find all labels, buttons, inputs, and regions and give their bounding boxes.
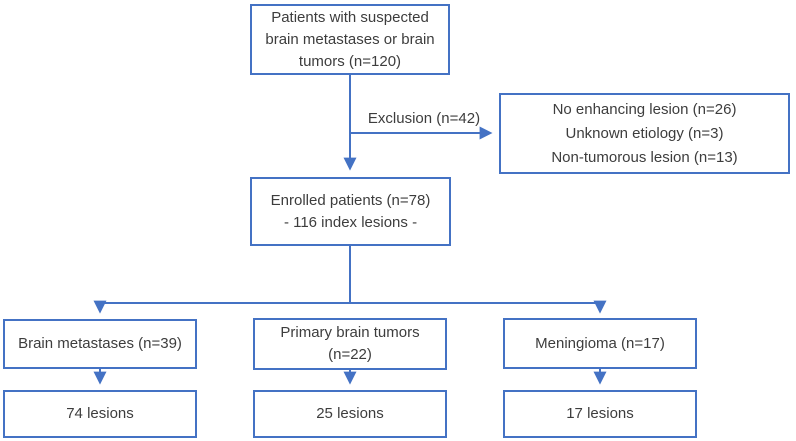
- box-primary-lesions: 25 lesions: [253, 390, 447, 438]
- box-primary-brain-tumors-text: Primary brain tumors (n=22): [280, 324, 420, 363]
- box-suspected-patients-text: Patients with suspected brain metastases…: [265, 8, 435, 70]
- box-meningioma: Meningioma (n=17): [503, 318, 697, 369]
- box-primary-lesions-text: 25 lesions: [316, 405, 384, 422]
- exclusion-line-2: Unknown etiology (n=3): [565, 124, 724, 142]
- enrolled-line-1: Enrolled patients (n=78): [270, 191, 431, 209]
- box-brain-metastases: Brain metastases (n=39): [3, 319, 197, 369]
- box-suspected-patients: Patients with suspected brain metastases…: [250, 4, 450, 75]
- box-meningioma-text: Meningioma (n=17): [535, 334, 665, 352]
- exclusion-line-1: No enhancing lesion (n=26): [552, 100, 737, 118]
- enrolled-line-2: - 116 index lesions -: [283, 213, 418, 231]
- box-primary-brain-tumors: Primary brain tumors (n=22): [253, 318, 447, 370]
- box-meningioma-lesions-text: 17 lesions: [566, 405, 634, 422]
- box-meningioma-lesions: 17 lesions: [503, 390, 697, 438]
- exclusion-arrow-label: Exclusion (n=42): [367, 110, 481, 127]
- exclusion-line-3: Non-tumorous lesion (n=13): [551, 148, 738, 166]
- box-metastases-lesions-text: 74 lesions: [66, 405, 134, 422]
- box-exclusion: No enhancing lesion (n=26) Unknown etiol…: [499, 93, 790, 174]
- box-enrolled-patients: Enrolled patients (n=78) - 116 index les…: [250, 177, 451, 246]
- box-metastases-lesions: 74 lesions: [3, 390, 197, 438]
- box-brain-metastases-text: Brain metastases (n=39): [18, 335, 182, 352]
